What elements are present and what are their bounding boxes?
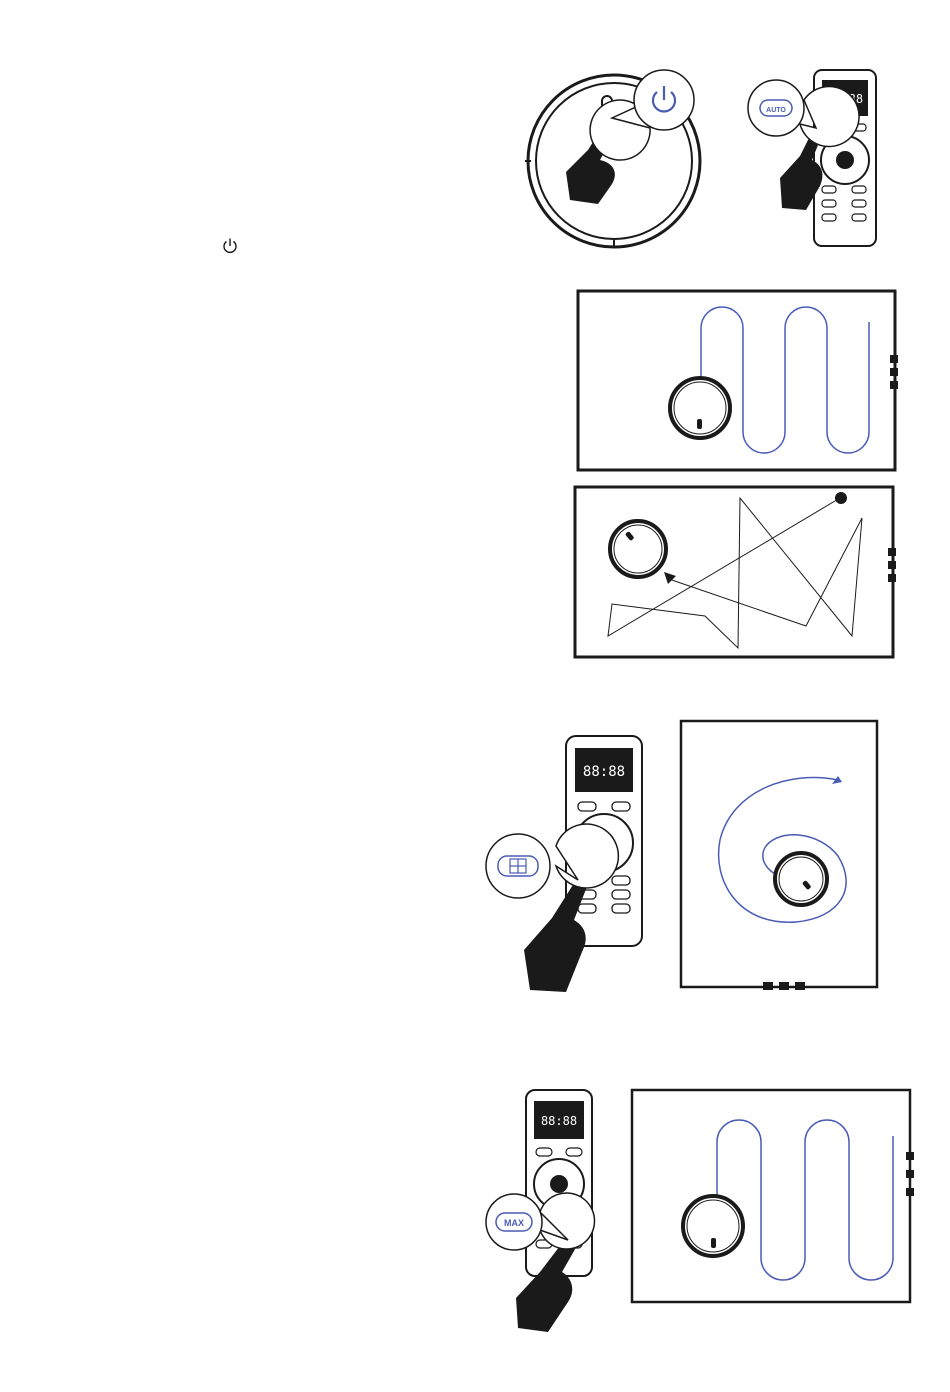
robot-vacuum-icon <box>683 1196 743 1256</box>
wall-marks <box>906 1152 914 1196</box>
remote-display: 88:88 <box>541 1114 577 1128</box>
max-label: MAX <box>504 1218 524 1228</box>
